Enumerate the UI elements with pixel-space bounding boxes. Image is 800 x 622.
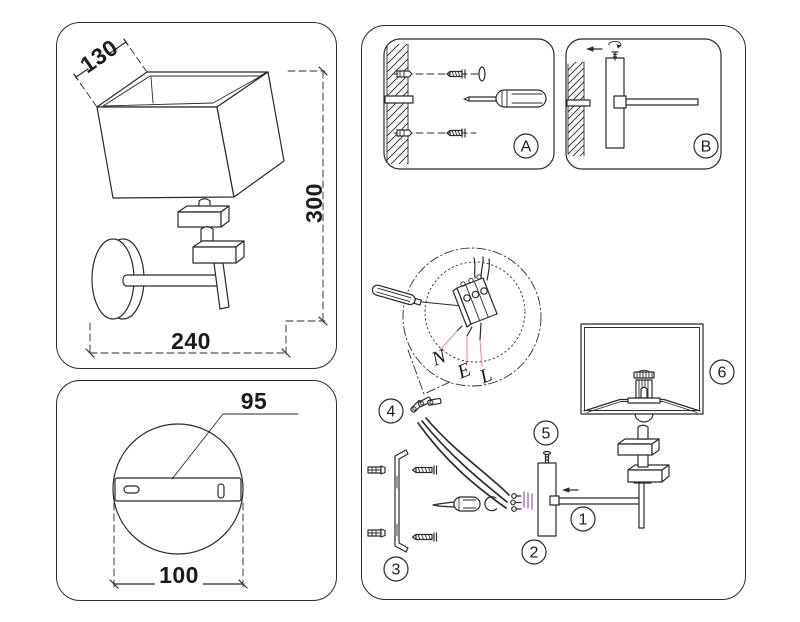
screw-icon (446, 128, 466, 138)
mounting-bracket-drawing (114, 477, 242, 502)
fixture-width-label: 240 (171, 328, 211, 354)
locking-screw-icon (608, 40, 622, 61)
lamp-stem-exploded (617, 402, 670, 529)
step-a-badge: A (513, 133, 539, 159)
lamp-socket-icon (627, 369, 661, 404)
mains-cable-icon (371, 284, 422, 306)
screw-icon (411, 465, 438, 475)
backplate-part: 2 (521, 462, 560, 565)
arm-part: 1 (558, 487, 642, 532)
step-b-label: B (701, 139, 712, 156)
push-direction-arrow (586, 46, 603, 52)
bracket-fixings-part: 3 (367, 449, 438, 582)
screw-icon (411, 532, 438, 542)
wire-live-label: L (476, 364, 495, 389)
dimension-300: 300 (285, 66, 328, 326)
shade-depth-label: 130 (75, 34, 123, 78)
wall-plug-icon (367, 465, 386, 475)
vertical-slot (217, 483, 225, 499)
retaining-clip-icon (484, 496, 498, 512)
side-view-dimension-panel: 130 300 240 (56, 22, 337, 369)
wall-plug-icon (367, 528, 386, 538)
shade-part: 6 (580, 323, 735, 415)
dimension-240: 240 (85, 322, 291, 358)
step-a-label: A (521, 139, 532, 156)
insert-direction-arrow (562, 487, 570, 493)
horizontal-slot (123, 485, 140, 494)
mounting-plate-panel: 95 100 (56, 380, 337, 601)
lamp-stem-drawing (177, 198, 245, 310)
screwdriver-icon (432, 496, 481, 512)
screw-icon (446, 69, 466, 79)
wall-plate-circle (112, 423, 244, 555)
wire-earth-label: E (453, 359, 473, 384)
screwdriver-icon (463, 89, 547, 108)
wiring-callout: N E L (371, 247, 542, 395)
wall-anchor-icon (396, 70, 413, 78)
hole-spacing-label: 100 (159, 562, 199, 588)
part-4-label: 4 (387, 404, 396, 421)
arm-joint (613, 95, 627, 109)
part-1-badge: 1 (570, 506, 596, 532)
assembly-drawing: A (367, 38, 735, 582)
step-b-badge: B (693, 133, 719, 159)
wire-leader-lines (439, 330, 483, 367)
part-6-badge: 6 (709, 359, 735, 385)
fixing-screw-part: 5 (533, 420, 559, 470)
part-5-badge: 5 (533, 420, 559, 446)
part-2-badge: 2 (521, 539, 547, 565)
wire-neutral-label: N (428, 345, 451, 371)
part-1-label: 1 (579, 512, 588, 529)
part-5-label: 5 (542, 426, 551, 443)
wire-harness-part: 4 (378, 396, 533, 512)
wall-bracket (566, 99, 591, 107)
part-6-label: 6 (718, 365, 727, 382)
wall-hatching (386, 43, 409, 165)
wall-anchor-icon (396, 129, 413, 137)
washer-icon (474, 66, 486, 82)
assembly-instructions-panel: A (361, 25, 746, 600)
lamp-arm-drawing (122, 274, 226, 287)
lamp-shade-drawing (96, 71, 285, 199)
side-view-drawing: 130 300 240 (72, 34, 328, 358)
wall-bracket (384, 95, 414, 104)
terminal-block-icon (452, 256, 498, 341)
plate-diameter-label: 95 (241, 388, 268, 414)
mounting-plate-drawing: 95 100 (109, 388, 299, 589)
fixture-height-label: 300 (301, 183, 327, 223)
part-4-badge: 4 (378, 398, 404, 424)
step-b-panel: B (565, 38, 722, 170)
wall-hatching (567, 61, 585, 157)
step-a-panel: A (383, 38, 555, 170)
part-3-label: 3 (392, 562, 401, 579)
dimension-95: 95 (171, 388, 299, 480)
dimension-100: 100 (109, 502, 248, 589)
part-2-label: 2 (530, 545, 539, 562)
stripped-wire-ends (510, 491, 533, 512)
lamp-arm (625, 98, 699, 106)
part-3-badge: 3 (383, 556, 409, 582)
